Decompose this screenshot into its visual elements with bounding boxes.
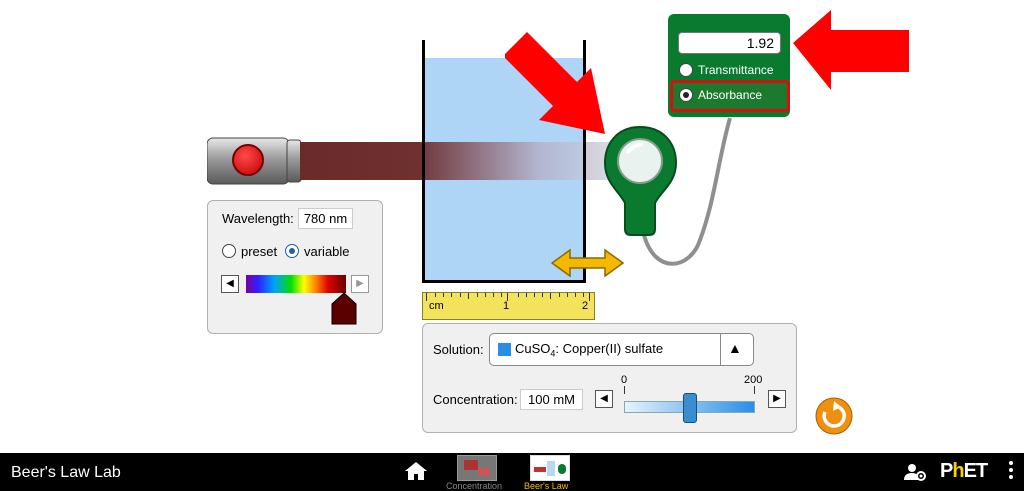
preset-label: preset (241, 244, 278, 259)
annotation-arrow-to-reading (793, 10, 909, 90)
concentration-label: Concentration: (433, 392, 518, 407)
lamp-button-icon[interactable] (232, 144, 264, 176)
wavelength-decrease-button[interactable]: ◀ (221, 275, 239, 293)
tab-concentration-icon[interactable] (457, 455, 497, 481)
detector-probe[interactable] (603, 125, 678, 237)
reset-icon[interactable] (815, 397, 853, 435)
variable-label: variable (304, 244, 350, 259)
ruler-tick-label-2: 2 (582, 300, 589, 312)
concentration-value: 100 mM (520, 389, 583, 410)
concentration-min-label: 0 (621, 374, 628, 386)
wavelength-spectrum-slider[interactable] (246, 275, 346, 293)
ruler-unit: cm (429, 300, 444, 312)
concentration-increase-button[interactable]: ▶ (768, 390, 786, 408)
ruler[interactable]: cm 1 2 (422, 292, 595, 320)
wavelength-slider-thumb[interactable] (331, 292, 357, 325)
ruler-tick-label-1: 1 (503, 300, 510, 312)
tab-beers-law-icon[interactable] (530, 455, 570, 481)
tab-beers-law[interactable]: Beer's Law (524, 481, 569, 491)
keyboard-settings-icon[interactable] (903, 462, 927, 482)
variable-radio[interactable] (285, 244, 299, 258)
solution-color-swatch (498, 343, 511, 356)
app-title: Beer's Law Lab (11, 464, 121, 481)
drag-arrow-icon[interactable] (550, 248, 625, 278)
concentration-max-label: 200 (744, 374, 763, 386)
phet-logo[interactable]: PhET (940, 460, 988, 482)
wavelength-label: Wavelength: (222, 211, 294, 226)
navigation-bar (0, 453, 1024, 491)
wavelength-increase-button[interactable]: ▶ (351, 275, 369, 293)
cuvette[interactable] (422, 40, 586, 283)
transmittance-label: Transmittance (698, 63, 774, 77)
tab-concentration[interactable]: Concentration (446, 481, 503, 491)
home-icon[interactable] (404, 461, 428, 481)
wavelength-value: 780 nm (298, 208, 353, 229)
concentration-decrease-button[interactable]: ◀ (595, 390, 613, 408)
solution-dropdown[interactable] (489, 333, 754, 366)
transmittance-radio[interactable] (679, 63, 693, 77)
meter-reading: 1.92 (678, 32, 781, 54)
solution-label: Solution: (433, 342, 484, 357)
solution-selected-value: CuSO4: Copper(II) sulfate (515, 341, 664, 359)
concentration-slider-thumb[interactable] (682, 393, 697, 423)
absorbance-radio[interactable] (679, 88, 693, 102)
dropdown-arrow-icon[interactable]: ▲ (728, 340, 742, 356)
preset-radio[interactable] (222, 244, 236, 258)
absorbance-label: Absorbance (698, 88, 763, 102)
detector-cable (642, 117, 732, 266)
menu-icon[interactable] (1008, 460, 1014, 482)
annotation-arrow-to-detector (505, 32, 605, 134)
